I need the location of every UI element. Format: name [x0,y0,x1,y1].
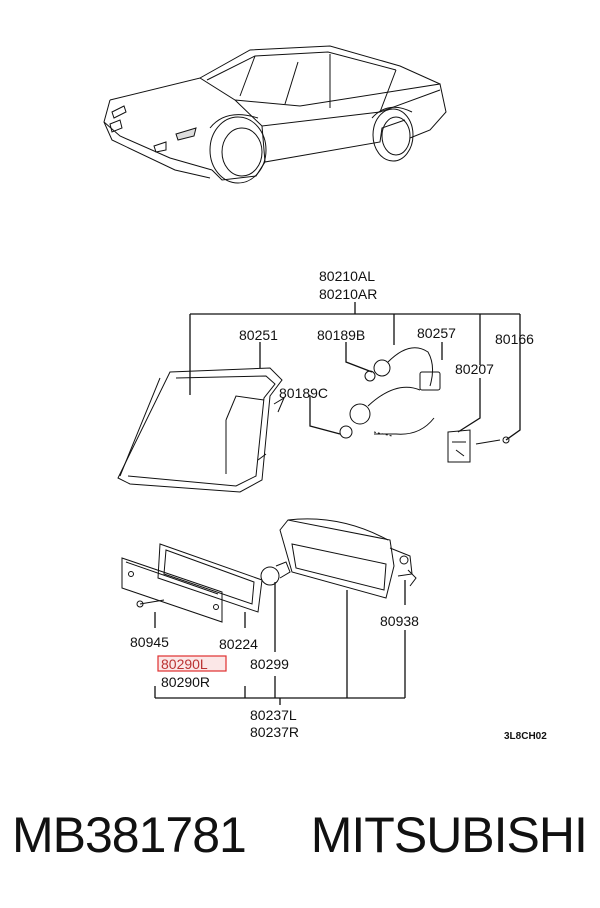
highlight-box-80290L [157,655,227,672]
label-80166: 80166 [495,331,534,347]
label-80189C: 80189C [279,385,328,401]
clearance-lamp-80237 [121,518,417,623]
label-80290L: 80290L [161,656,208,672]
brand-name: MITSUBISHI [310,807,588,863]
upper-assembly-leaders [189,302,521,441]
lower-assembly-leaders [154,580,406,705]
label-80210AL: 80210AL [319,268,375,284]
label-80210AR: 80210AR [319,286,377,302]
label-80224: 80224 [219,636,258,652]
bulbs-and-harness [339,347,510,463]
label-80299: 80299 [250,656,289,672]
corner-lamp-80210 [117,367,286,493]
diagram-code: 3L8CH02 [504,731,547,742]
label-80237R: 80237R [250,724,299,740]
label-80189B: 80189B [317,327,365,343]
label-80251: 80251 [239,327,278,343]
part-number: MB381781 [12,807,247,863]
label-80945: 80945 [130,634,169,650]
label-80257: 80257 [417,325,456,341]
caption: MB381781 MITSUBISHI [12,806,600,864]
label-80237L: 80237L [250,707,297,723]
car-illustration [103,45,447,184]
parts-diagram: 80210AL 80210AR 80251 80189B 80257 80166… [103,45,547,742]
label-80938: 80938 [380,613,419,629]
label-80290R: 80290R [161,674,210,690]
label-80207: 80207 [455,361,494,377]
